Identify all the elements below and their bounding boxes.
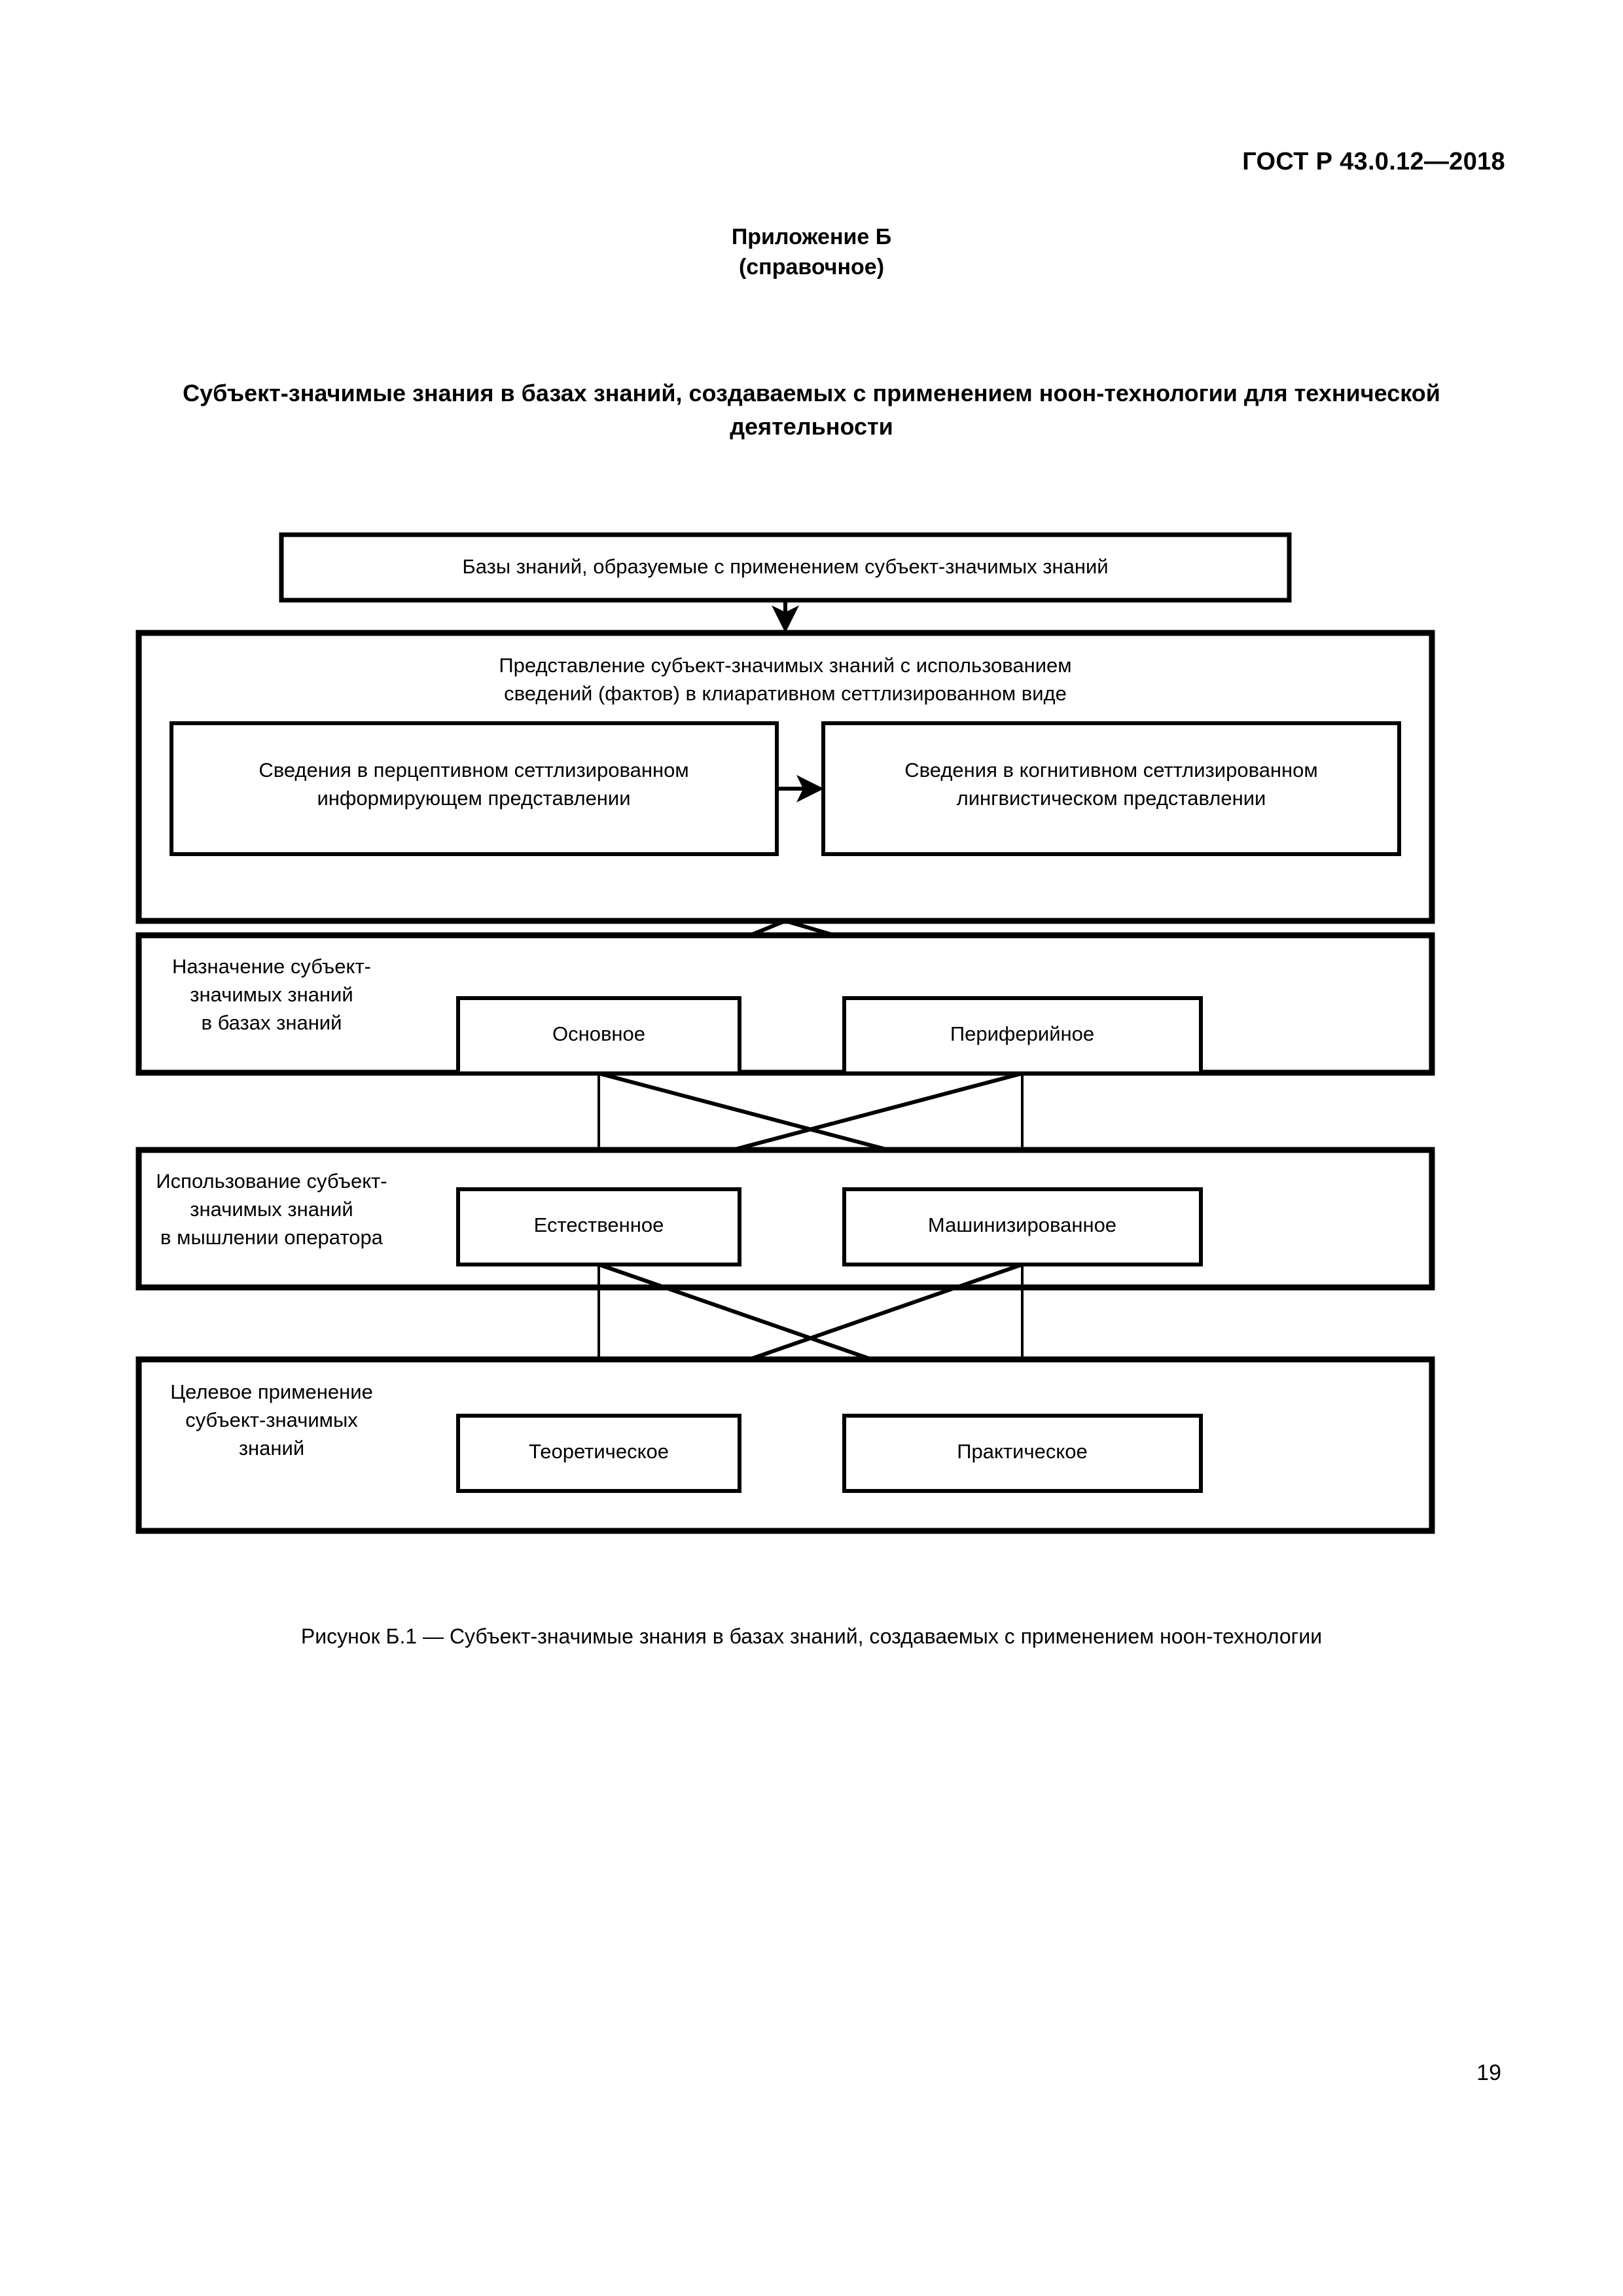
usage-block-frame [135, 1147, 1435, 1291]
purpose-option-basic-label: Основное [552, 1022, 645, 1045]
figure-caption: Рисунок Б.1 — Субъект-значимые знания в … [300, 1624, 1323, 1648]
figure-b1-diagram: Базы знаний, образуемые с применением су… [0, 520, 1623, 1568]
appendix-subtitle: (справочное) [738, 254, 885, 279]
perceptive-info-line-2: информирующем представлении [317, 787, 630, 810]
purpose-option-basic-box [456, 996, 741, 1075]
usage-label-line-2: значимых знаний [190, 1198, 353, 1221]
application-option-practical-label: Практическое [957, 1440, 1087, 1463]
application-option-theoretical-label: Теоретическое [529, 1440, 669, 1463]
application-block-frame [135, 1356, 1435, 1534]
usage-option-machine-label: Машинизированное [928, 1213, 1116, 1236]
purpose-label-line-1: Назначение субъект- [172, 955, 371, 978]
purpose-option-peripheral-label: Периферийное [950, 1022, 1094, 1045]
page-title-line-1: Субъект-значимые знания в базах знаний, … [183, 380, 1288, 406]
usage-option-natural-box [456, 1187, 741, 1266]
standard-reference-header: ГОСТ Р 43.0.12—2018 [1242, 148, 1505, 175]
appendix-heading: Приложение Б (справочное) [0, 223, 1623, 283]
page-title: Субъект-значимые знания в базах знаний, … [124, 376, 1499, 443]
top-box-label: Базы знаний, образуемые с применением су… [462, 555, 1108, 578]
application-option-practical-box [842, 1414, 1203, 1493]
purpose-label-line-2: значимых знаний [190, 983, 353, 1006]
application-label-line-3: знаний [239, 1437, 304, 1460]
diagram-canvas: Базы знаний, образуемые с применением су… [135, 532, 1435, 1534]
representation-heading-line-1: Представление субъект-значимых знаний с … [499, 654, 1071, 677]
representation-heading-line-2: сведений (фактов) в клиаративном сеттлиз… [504, 682, 1067, 705]
page-number: 19 [1476, 2060, 1501, 2085]
application-option-theoretical-box [456, 1414, 741, 1493]
application-label-line-2: субъект-значимых [185, 1408, 358, 1431]
purpose-block-frame [135, 932, 1435, 1076]
application-label-line-1: Целевое применение [170, 1380, 373, 1403]
appendix-title: Приложение Б [731, 224, 892, 249]
purpose-option-peripheral-box [842, 996, 1203, 1075]
page-title-line-2: технической деятельности [730, 380, 1440, 440]
usage-option-natural-label: Естественное [534, 1213, 664, 1236]
cognitive-linguistic-line-1: Сведения в когнитивном сеттлизированном [904, 759, 1317, 781]
perceptive-info-box [169, 721, 779, 856]
cognitive-linguistic-line-2: лингвистическом представлении [957, 787, 1266, 810]
usage-option-machine-box [842, 1187, 1203, 1266]
perceptive-info-line-1: Сведения в перцептивном сеттлизированном [259, 759, 688, 781]
purpose-label-line-3: в базах знаний [202, 1011, 342, 1034]
usage-label-line-1: Использование субъект- [156, 1170, 387, 1193]
cognitive-linguistic-box [821, 721, 1401, 856]
usage-label-line-3: в мышлении оператора [160, 1226, 383, 1249]
